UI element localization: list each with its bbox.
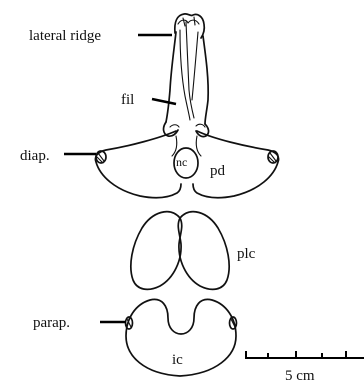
label-plc: plc [237, 246, 256, 262]
scale-bar-label: 5 cm [285, 368, 315, 384]
label-fil: fil [121, 92, 134, 108]
label-pd: pd [210, 163, 226, 179]
label-nc: nc [176, 155, 187, 169]
fil-leader [152, 99, 176, 104]
scale-bar: 5 cm [246, 351, 364, 384]
label-lateral-ridge: lateral ridge [29, 28, 101, 44]
label-ic: ic [172, 352, 183, 368]
pleurocentral-plc [131, 212, 229, 290]
neural-spine [164, 14, 209, 137]
label-parap: parap. [33, 315, 70, 331]
label-diap: diap. [20, 148, 50, 164]
